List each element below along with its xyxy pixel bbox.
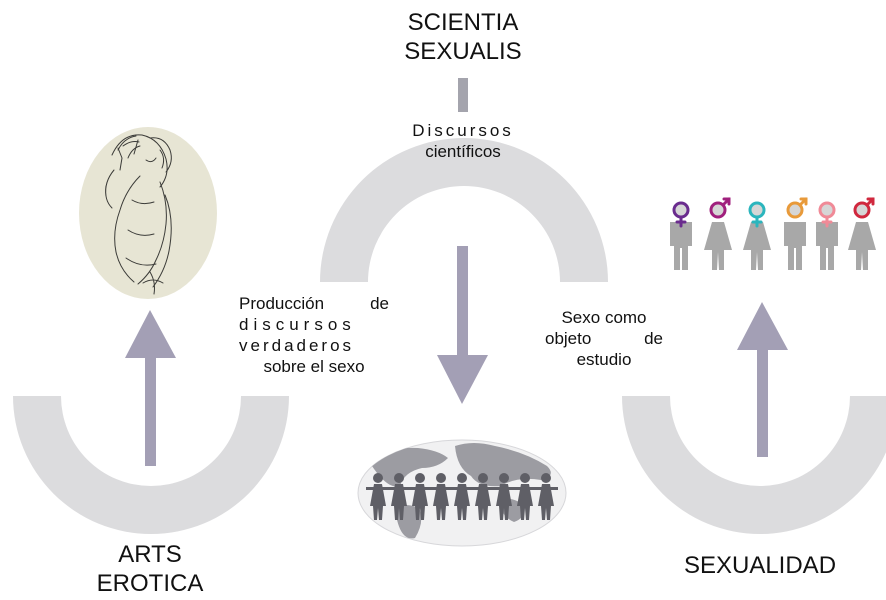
scientia-sexualis-title: SCIENTIA SEXUALIS: [373, 8, 553, 66]
arts-erotica-title: ARTS EROTICA: [80, 540, 220, 598]
female-symbol-icon: [751, 215, 763, 228]
produccion-line-4: sobre el sexo: [263, 357, 365, 376]
discursos-cientificos-label: Discursos científicos: [396, 120, 530, 162]
center-down-arrow: [437, 246, 488, 404]
female-person-icon: [816, 201, 838, 270]
chain-person: [513, 473, 537, 520]
arts-line-2: EROTICA: [96, 570, 204, 597]
male-symbol-icon: [798, 197, 808, 207]
chain-person: [366, 473, 390, 520]
female-symbol-icon: [821, 215, 833, 228]
gendered-people-icons: [670, 197, 876, 270]
male-person-icon: [784, 197, 808, 270]
produccion-line-2: discursos: [239, 315, 356, 334]
top-arc: [320, 138, 608, 282]
left-arc: [13, 396, 289, 534]
title-line-1: SCIENTIA: [407, 9, 519, 36]
chain-person: [408, 473, 432, 520]
arts-line-1: ARTS: [118, 541, 182, 568]
produccion-line-3: verdaderos: [239, 336, 355, 355]
sexualidad-title: SEXUALIDAD: [683, 552, 837, 579]
right-arc: [622, 396, 886, 534]
male-symbol-icon: [865, 197, 875, 207]
globe-people-chain-image: [357, 439, 567, 547]
male-person-icon: [848, 197, 876, 270]
chain-person: [471, 473, 495, 520]
discursos-line-2: científicos: [425, 142, 501, 161]
produccion-label: Producción de discursos verdaderos sobre…: [239, 293, 389, 377]
right-up-arrow: [737, 302, 788, 457]
produccion-line-1: Producción de: [239, 294, 389, 313]
female-person-icon: [743, 201, 771, 270]
sexo-line-3: estudio: [576, 350, 632, 369]
chain-person: [492, 473, 516, 520]
female-symbol-icon: [675, 215, 687, 228]
chain-person: [429, 473, 453, 520]
sexo-line-2: objeto de: [545, 329, 663, 348]
male-symbol-icon: [721, 197, 731, 207]
title-connector: [458, 78, 468, 112]
female-person-icon: [670, 201, 692, 270]
erotic-sketch-image: [79, 127, 217, 299]
sexo-como-objeto-label: Sexo como objeto de estudio: [545, 307, 663, 370]
chain-person: [387, 473, 411, 520]
title-line-2: SEXUALIS: [404, 38, 522, 65]
left-up-arrow: [125, 310, 176, 466]
sexo-line-1: Sexo como: [561, 308, 647, 327]
chain-person: [450, 473, 474, 520]
male-person-icon: [704, 197, 732, 270]
chain-person: [534, 473, 558, 520]
discursos-line-1: Discursos: [412, 121, 514, 140]
